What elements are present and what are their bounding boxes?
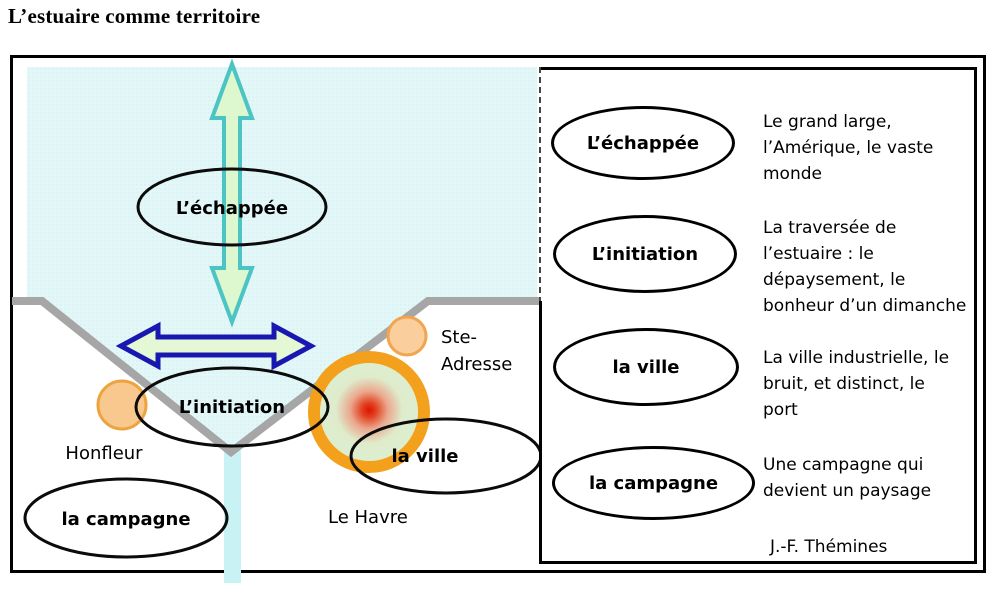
legend-ellipse-ville: la ville (553, 328, 739, 406)
map-label-ville: la ville (391, 446, 458, 467)
map-label-initiation: L’initiation (179, 397, 285, 418)
legend-label-initiation: L’initiation (591, 243, 699, 265)
le-havre-ring (308, 351, 430, 473)
attribution: J.-F. Thémines (770, 537, 888, 557)
legend-label-campagne: la campagne (588, 472, 719, 494)
legend-ellipse-initiation: L’initiation (553, 215, 737, 293)
legend-label-ville: la ville (612, 356, 680, 378)
legend-left-border-dashed (539, 67, 541, 303)
le-havre-label: Le Havre (328, 507, 408, 528)
map-ellipse-campagne (23, 477, 229, 559)
legend-label-echappee: L’échappée (586, 132, 700, 154)
legend-description-echappee: Le grand large, l’Amérique, le vaste mon… (763, 112, 934, 184)
ste-adresse-marker (386, 315, 428, 357)
ste-adresse-label-line2: Adresse (441, 354, 512, 375)
legend-description-ville: La ville industrielle, le bruit, et dist… (763, 348, 950, 420)
legend-ellipse-echappee: L’échappée (551, 106, 735, 180)
map-label-campagne: la campagne (61, 509, 190, 530)
map-ellipse-initiation (134, 366, 330, 448)
honfleur-marker (96, 379, 148, 431)
horizontal-double-arrow (115, 321, 317, 371)
legend-description-initiation: La traversée de l’estuaire : le dépaysem… (763, 218, 967, 316)
legend-left-border-solid (539, 301, 542, 564)
le-havre-core (320, 363, 418, 461)
map-ellipse-echappee (136, 167, 328, 247)
page-title: L’estuaire comme territoire (8, 4, 261, 28)
map-label-echappee: L’échappée (176, 198, 288, 219)
river-seine (224, 450, 241, 583)
ste-adresse-label-line1: Ste- (441, 327, 477, 348)
coastline (12, 297, 541, 458)
legend-description-campagne: Une campagne qui devient un paysage (763, 455, 932, 501)
legend-ellipse-campagne: la campagne (552, 446, 755, 520)
honfleur-label: Honfleur (65, 443, 143, 464)
vertical-double-arrow (209, 58, 255, 328)
legend-panel: L’échappée Le grand large, l’Amérique, l… (540, 67, 977, 564)
